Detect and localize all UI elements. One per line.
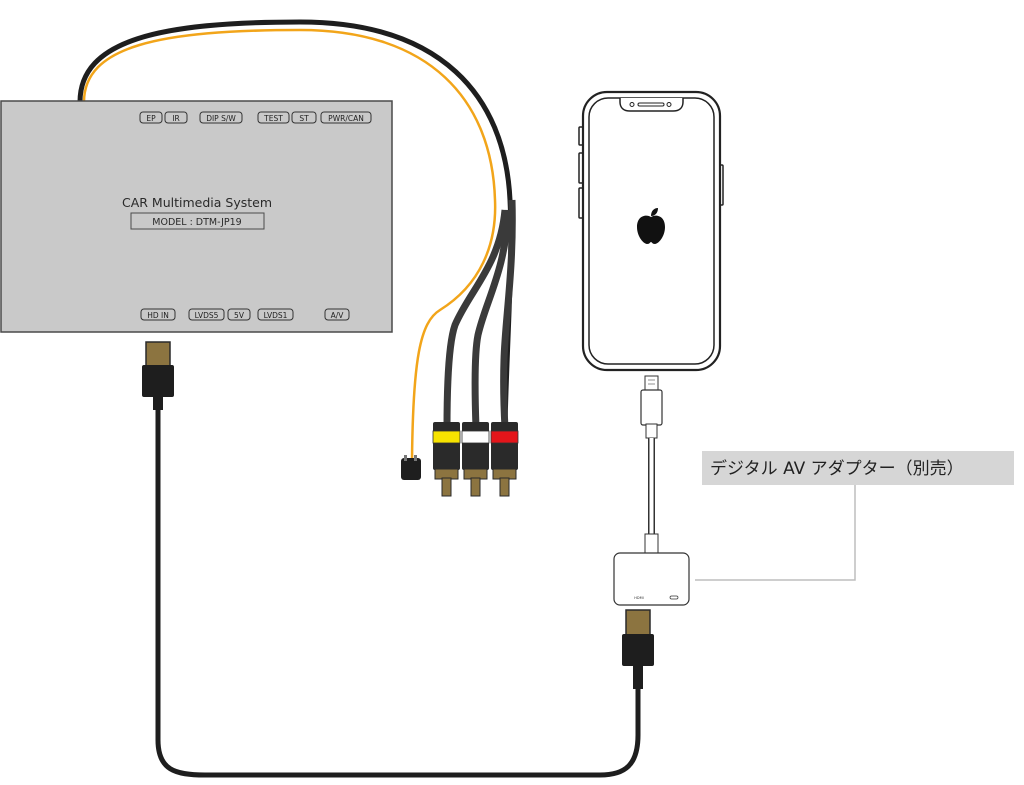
callout-leader — [695, 485, 856, 581]
model-label: MODEL : DTM-JP19 — [152, 217, 241, 228]
rca-plug-red — [490, 422, 519, 497]
smartphone — [578, 90, 724, 372]
adapter-callout: デジタル AV アダプター（別売） — [695, 451, 1014, 581]
multimedia-box-body — [0, 100, 393, 333]
multimedia-box: CAR Multimedia System MODEL : DTM-JP19 E… — [0, 100, 393, 333]
hdmi-plug-device-strain — [153, 396, 163, 410]
port-lvds1 — [257, 308, 294, 321]
lightning-strain — [645, 423, 658, 439]
rca-plug-yellow — [432, 422, 461, 497]
lightning-tip — [644, 375, 659, 391]
rca-yellow-pin — [441, 477, 452, 497]
port-st-label: ST — [299, 114, 309, 123]
rca-lead-white — [471, 209, 512, 429]
port-lvds1-label: LVDS1 — [264, 311, 288, 320]
port-dip — [199, 111, 243, 124]
rca-white-pin — [470, 477, 481, 497]
port-pwr — [320, 111, 372, 124]
port-hdin-label: HD IN — [147, 311, 169, 320]
rca-plug-white — [461, 422, 490, 497]
port-test-label: TEST — [263, 114, 283, 123]
cable-bundle — [77, 19, 516, 461]
port-lvds5-label: LVDS5 — [195, 311, 219, 320]
device-title: CAR Multimedia System — [122, 195, 272, 210]
rca-red-pin — [499, 477, 510, 497]
phone-notch — [619, 98, 684, 112]
port-hdin — [140, 308, 176, 321]
small-connector-pin-2 — [414, 455, 417, 461]
apple-logo-leaf — [651, 208, 658, 216]
rca-lead-red — [500, 199, 516, 429]
hdmi-plug-device — [142, 341, 174, 410]
port-lvds5 — [188, 308, 225, 321]
port-5v — [227, 308, 251, 321]
lightning-plug-body — [640, 389, 663, 426]
hdmi-plug-adapter-strain — [633, 665, 643, 689]
phone-speaker — [637, 102, 665, 107]
av-adapter: HDMI — [613, 552, 690, 606]
port-ep — [139, 111, 163, 124]
rca-white-band — [461, 430, 490, 444]
port-ir-label: IR — [172, 114, 179, 123]
callout-label: デジタル AV アダプター（別売） — [710, 458, 964, 479]
phone-sensor — [666, 102, 672, 107]
av-adapter-body — [613, 552, 690, 606]
port-test — [257, 111, 290, 124]
small-connector — [401, 455, 421, 480]
port-av — [324, 308, 350, 321]
adapter-lightning-port — [669, 595, 679, 600]
small-connector-body — [401, 458, 421, 480]
rca-white-body — [462, 422, 489, 470]
port-5v-label: 5V — [234, 311, 245, 320]
port-ir — [164, 111, 188, 124]
hdmi-plug-device-tip — [145, 341, 171, 367]
apple-logo-icon — [637, 208, 665, 244]
rca-lead-yellow — [443, 209, 509, 429]
adapter-strain — [644, 533, 659, 555]
model-box — [130, 212, 265, 230]
port-av-label: A/V — [331, 311, 345, 320]
hdmi-cable — [155, 405, 641, 778]
port-dip-label: DIP S/W — [206, 114, 236, 123]
lightning-cable — [640, 375, 663, 555]
phone-camera — [629, 102, 635, 107]
hdmi-plug-device-body — [142, 365, 174, 397]
hdmi-plug-adapter-tip — [625, 609, 651, 637]
port-pwr-label: PWR/CAN — [328, 114, 364, 123]
hdmi-plug-adapter — [622, 609, 654, 689]
orange-wire — [82, 28, 497, 461]
apple-logo-body — [637, 215, 665, 244]
bottom-ports: HD IN LVDS5 5V LVDS1 A/V — [140, 308, 350, 321]
top-ports: EP IR DIP S/W TEST ST PWR/CAN — [139, 111, 372, 124]
adapter-hdmi-label: HDMI — [634, 596, 643, 600]
rca-yellow-band — [432, 430, 461, 444]
hdmi-plug-adapter-body — [622, 634, 654, 666]
port-st — [291, 111, 317, 124]
callout-box — [702, 451, 1014, 485]
port-ep-label: EP — [146, 114, 156, 123]
rca-yellow-body — [433, 422, 460, 470]
small-connector-pin-1 — [404, 455, 407, 461]
rca-red-body — [491, 422, 518, 470]
rca-red-band — [490, 430, 519, 444]
